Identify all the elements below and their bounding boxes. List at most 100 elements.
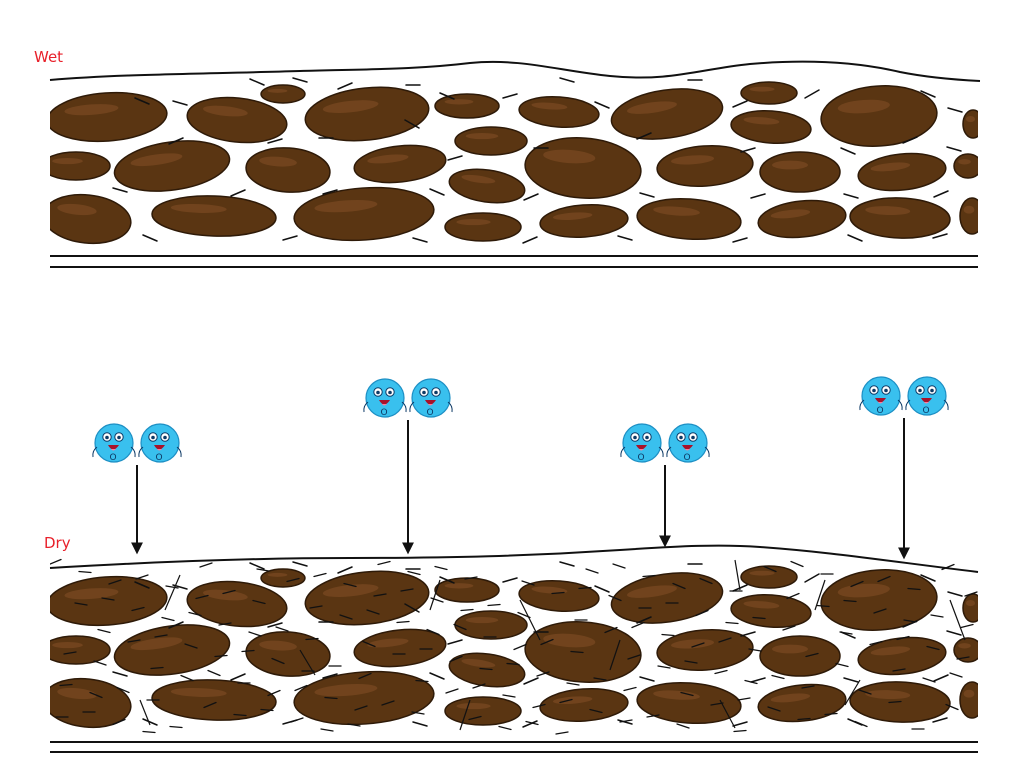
soil-aggregate bbox=[857, 636, 947, 676]
pore-dash bbox=[740, 147, 756, 153]
soil-aggregate bbox=[444, 696, 522, 726]
pore-dash bbox=[718, 637, 732, 643]
pore-dash bbox=[286, 577, 300, 583]
dry-soil-aggregates bbox=[50, 565, 978, 729]
pore-dash bbox=[131, 606, 145, 612]
pore-dash bbox=[604, 626, 618, 634]
pore-dash bbox=[839, 631, 853, 635]
pore-dash bbox=[771, 674, 785, 680]
pore-dash bbox=[804, 89, 820, 99]
pore-dash bbox=[946, 146, 962, 152]
pore-dash bbox=[150, 666, 164, 670]
crack-line bbox=[609, 639, 621, 671]
pore-dash bbox=[551, 591, 565, 595]
pore-dash bbox=[460, 608, 474, 612]
wet-soil-aggregates bbox=[50, 81, 978, 245]
pore-dash bbox=[732, 100, 748, 108]
soil-aggregate bbox=[50, 91, 168, 143]
pore-dash bbox=[292, 561, 308, 567]
soil-aggregate bbox=[50, 193, 132, 245]
pore-dash bbox=[920, 574, 936, 582]
dry-soil-panel bbox=[49, 544, 979, 753]
pore-dash bbox=[920, 90, 936, 98]
pore-dash bbox=[903, 619, 917, 623]
pore-dash bbox=[699, 577, 713, 585]
pore-dash bbox=[502, 694, 516, 698]
pore-dash bbox=[487, 603, 501, 607]
pore-dash bbox=[381, 700, 395, 706]
soil-aggregate bbox=[730, 110, 812, 144]
crack-line bbox=[719, 699, 736, 729]
pore-dash bbox=[429, 188, 445, 196]
pore-dash bbox=[343, 582, 357, 588]
pore-dash bbox=[93, 660, 107, 666]
oxygen-atom-icon: O bbox=[859, 376, 903, 416]
pore-dash bbox=[165, 585, 179, 589]
pore-dash bbox=[249, 562, 265, 570]
soil-aggregate bbox=[304, 570, 430, 626]
oxygen-atom-icon: O bbox=[409, 378, 453, 418]
pore-dash bbox=[161, 616, 175, 622]
pore-dash bbox=[188, 611, 202, 617]
soil-aggregate bbox=[293, 186, 435, 242]
pore-dash bbox=[464, 576, 478, 580]
pore-dash bbox=[636, 132, 652, 140]
pore-dash bbox=[646, 714, 660, 718]
soil-aggregate bbox=[50, 677, 132, 729]
pore-dash bbox=[725, 621, 739, 625]
pore-dash bbox=[506, 662, 520, 666]
soil-aggregate bbox=[610, 572, 724, 624]
soil-aggregate bbox=[454, 610, 528, 640]
soil-aggregate bbox=[740, 81, 798, 105]
pore-dash bbox=[797, 717, 811, 721]
pore-dash bbox=[449, 655, 463, 663]
pore-dash bbox=[691, 642, 705, 648]
pore-dash bbox=[835, 662, 849, 668]
pore-dash bbox=[744, 679, 758, 685]
soil-aggregate bbox=[260, 568, 306, 588]
pore-dash bbox=[358, 672, 372, 680]
soil-aggregate bbox=[636, 197, 742, 241]
pore-dash bbox=[479, 667, 493, 671]
pore-dash bbox=[233, 713, 247, 717]
pore-dash bbox=[305, 637, 319, 641]
soil-aggregate bbox=[857, 152, 947, 192]
pore-dash bbox=[947, 591, 963, 597]
soil-aggregate bbox=[656, 145, 754, 187]
pore-dash bbox=[230, 673, 246, 681]
pore-dash bbox=[570, 650, 584, 654]
soil-aggregate bbox=[434, 577, 500, 603]
pore-dash bbox=[282, 235, 298, 241]
pore-dash bbox=[434, 565, 448, 571]
pore-dash bbox=[112, 718, 126, 726]
dry-label: Dry bbox=[44, 534, 71, 552]
crack-line bbox=[459, 699, 471, 731]
pore-dash bbox=[260, 708, 274, 712]
pore-dash bbox=[154, 634, 168, 638]
pore-dash bbox=[313, 572, 327, 578]
soil-aggregate bbox=[293, 670, 435, 726]
atom-letter: O bbox=[876, 406, 883, 416]
pore-dash bbox=[824, 712, 838, 716]
pore-dash bbox=[267, 138, 283, 144]
oxygen-atom-icon: O bbox=[620, 423, 664, 463]
pore-dash bbox=[933, 674, 949, 682]
pore-dash bbox=[732, 237, 748, 243]
pore-dash bbox=[642, 574, 656, 578]
pore-dash bbox=[108, 579, 122, 585]
soil-aggregate bbox=[849, 197, 951, 239]
pore-dash bbox=[525, 720, 539, 726]
pore-dash bbox=[804, 573, 820, 583]
pore-dash bbox=[134, 581, 150, 589]
soil-aggregate bbox=[524, 137, 642, 199]
pore-dash bbox=[404, 119, 420, 129]
pore-dash bbox=[631, 621, 645, 629]
crack-line bbox=[734, 559, 741, 591]
pore-dash bbox=[502, 577, 518, 583]
atom-letter: O bbox=[637, 453, 644, 463]
pore-dash bbox=[142, 718, 158, 726]
pore-dash bbox=[241, 649, 255, 653]
